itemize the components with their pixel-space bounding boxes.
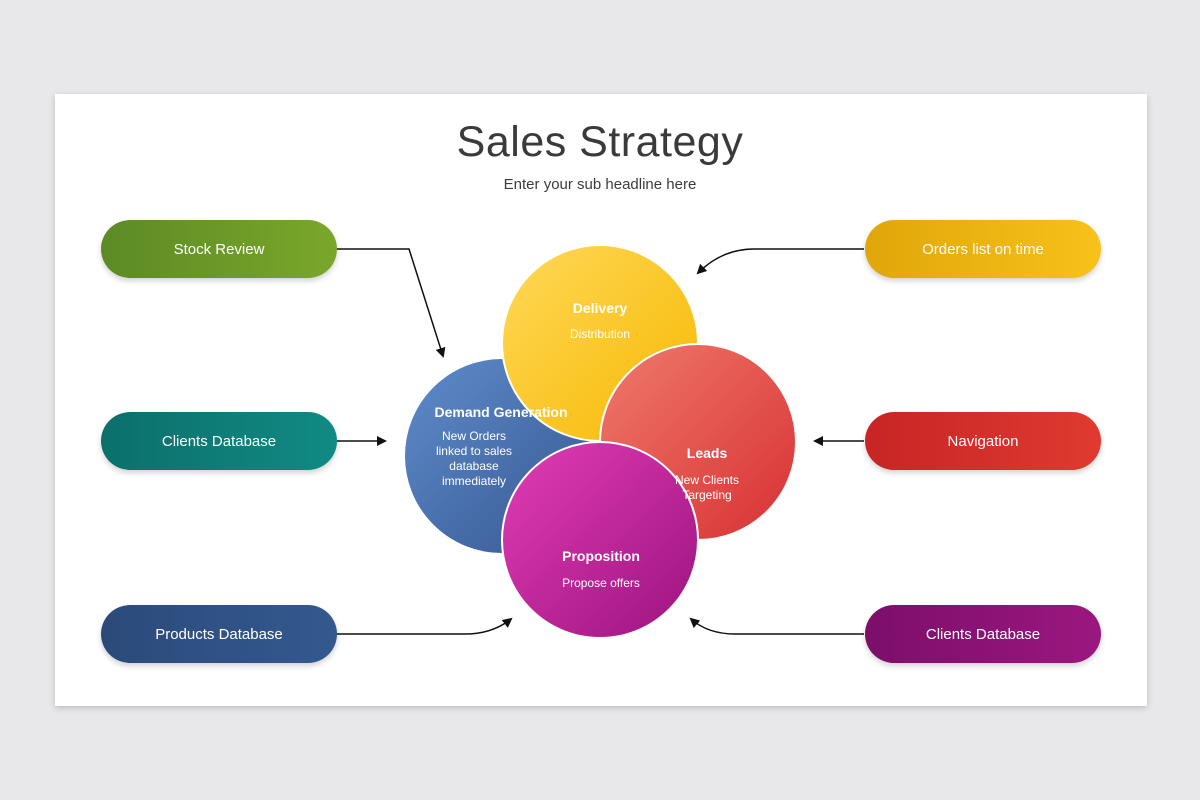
orders-list-label: Orders list on time — [922, 240, 1044, 258]
stock-review-button[interactable]: Stock Review — [101, 220, 337, 278]
demand-text-3: database — [449, 459, 499, 473]
arrow-orders-list — [696, 248, 864, 275]
proposition-text-1: Propose offers — [562, 576, 640, 590]
arrow-stock-review — [337, 248, 446, 358]
delivery-text-1: Distribution — [570, 327, 630, 341]
demand-text-4: immediately — [442, 474, 506, 488]
clients-database-right-label: Clients Database — [925, 625, 1041, 643]
demand-text-1: New Orders — [442, 429, 506, 443]
page-title: Sales Strategy — [456, 118, 744, 166]
navigation-label: Navigation — [947, 432, 1019, 450]
leads-text-1: New Clients — [675, 473, 739, 487]
arrow-clients-database-right — [689, 617, 864, 635]
page-subtitle: Enter your sub headline here — [503, 176, 697, 193]
demand-generation-title: Demand Generation — [434, 404, 567, 420]
clients-database-right-button[interactable]: Clients Database — [865, 605, 1101, 663]
leads-text-2: Targeting — [682, 488, 731, 502]
arrow-products-database — [337, 617, 513, 635]
products-database-button[interactable]: Products Database — [101, 605, 337, 663]
demand-text-2: linked to sales — [436, 444, 512, 458]
leads-title: Leads — [687, 445, 728, 461]
delivery-title: Delivery — [573, 300, 628, 316]
orders-list-button[interactable]: Orders list on time — [865, 220, 1101, 278]
stock-review-label: Stock Review — [173, 240, 265, 258]
products-database-label: Products Database — [155, 625, 283, 643]
clients-database-left-button[interactable]: Clients Database — [101, 412, 337, 470]
clients-database-left-label: Clients Database — [161, 432, 277, 450]
proposition-circle — [501, 441, 699, 639]
proposition-title: Proposition — [562, 548, 640, 564]
navigation-button[interactable]: Navigation — [865, 412, 1101, 470]
